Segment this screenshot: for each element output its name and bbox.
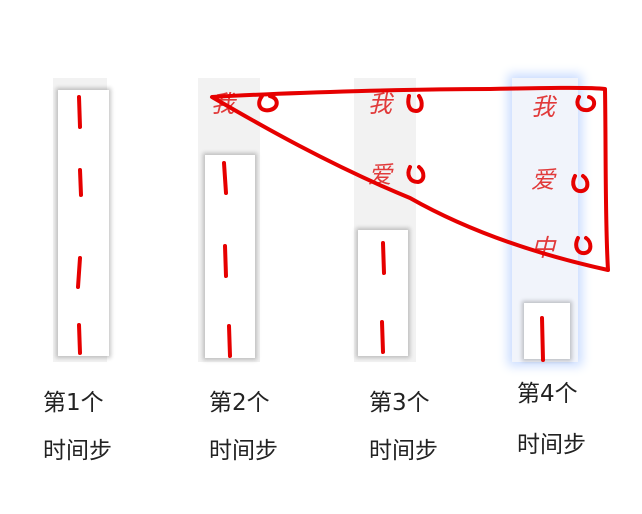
mask-dash (77, 323, 82, 355)
timestep-1-mask-card (58, 90, 109, 356)
timestep-3-caption-line2: 时间步 (369, 438, 438, 464)
mask-dash (380, 320, 385, 354)
mask-zero (406, 165, 426, 184)
mask-dash (222, 161, 228, 195)
timestep-4-word-1: 我 (531, 93, 555, 121)
mask-dash (223, 244, 228, 278)
timestep-2-caption-line1: 第2个 (209, 390, 270, 416)
mask-zero (575, 95, 597, 113)
mask-dash (78, 168, 83, 197)
mask-dash (540, 316, 545, 362)
mask-zero (406, 94, 424, 113)
timestep-3-caption-line1: 第3个 (369, 390, 430, 416)
mask-dash (76, 256, 82, 289)
timestep-4-mask-card (524, 303, 570, 359)
timestep-2-caption-line2: 时间步 (209, 438, 278, 464)
mask-zero (574, 236, 593, 256)
timestep-4-caption-line2: 时间步 (517, 432, 586, 458)
mask-zero (571, 174, 590, 194)
timestep-4-caption-line1: 第4个 (517, 381, 578, 407)
mask-dash (77, 95, 82, 129)
timestep-3-word-1: 我 (368, 90, 392, 118)
mask-zero (257, 94, 279, 113)
mask-dash (381, 241, 386, 275)
timestep-2-mask-card (205, 155, 255, 358)
mask-dash (227, 324, 232, 358)
timestep-1-caption-line2: 时间步 (43, 438, 112, 464)
timestep-1-caption-line1: 第1个 (43, 390, 104, 416)
timestep-4-word-2: 爱 (531, 166, 555, 194)
triangle-outline (210, 85, 610, 272)
